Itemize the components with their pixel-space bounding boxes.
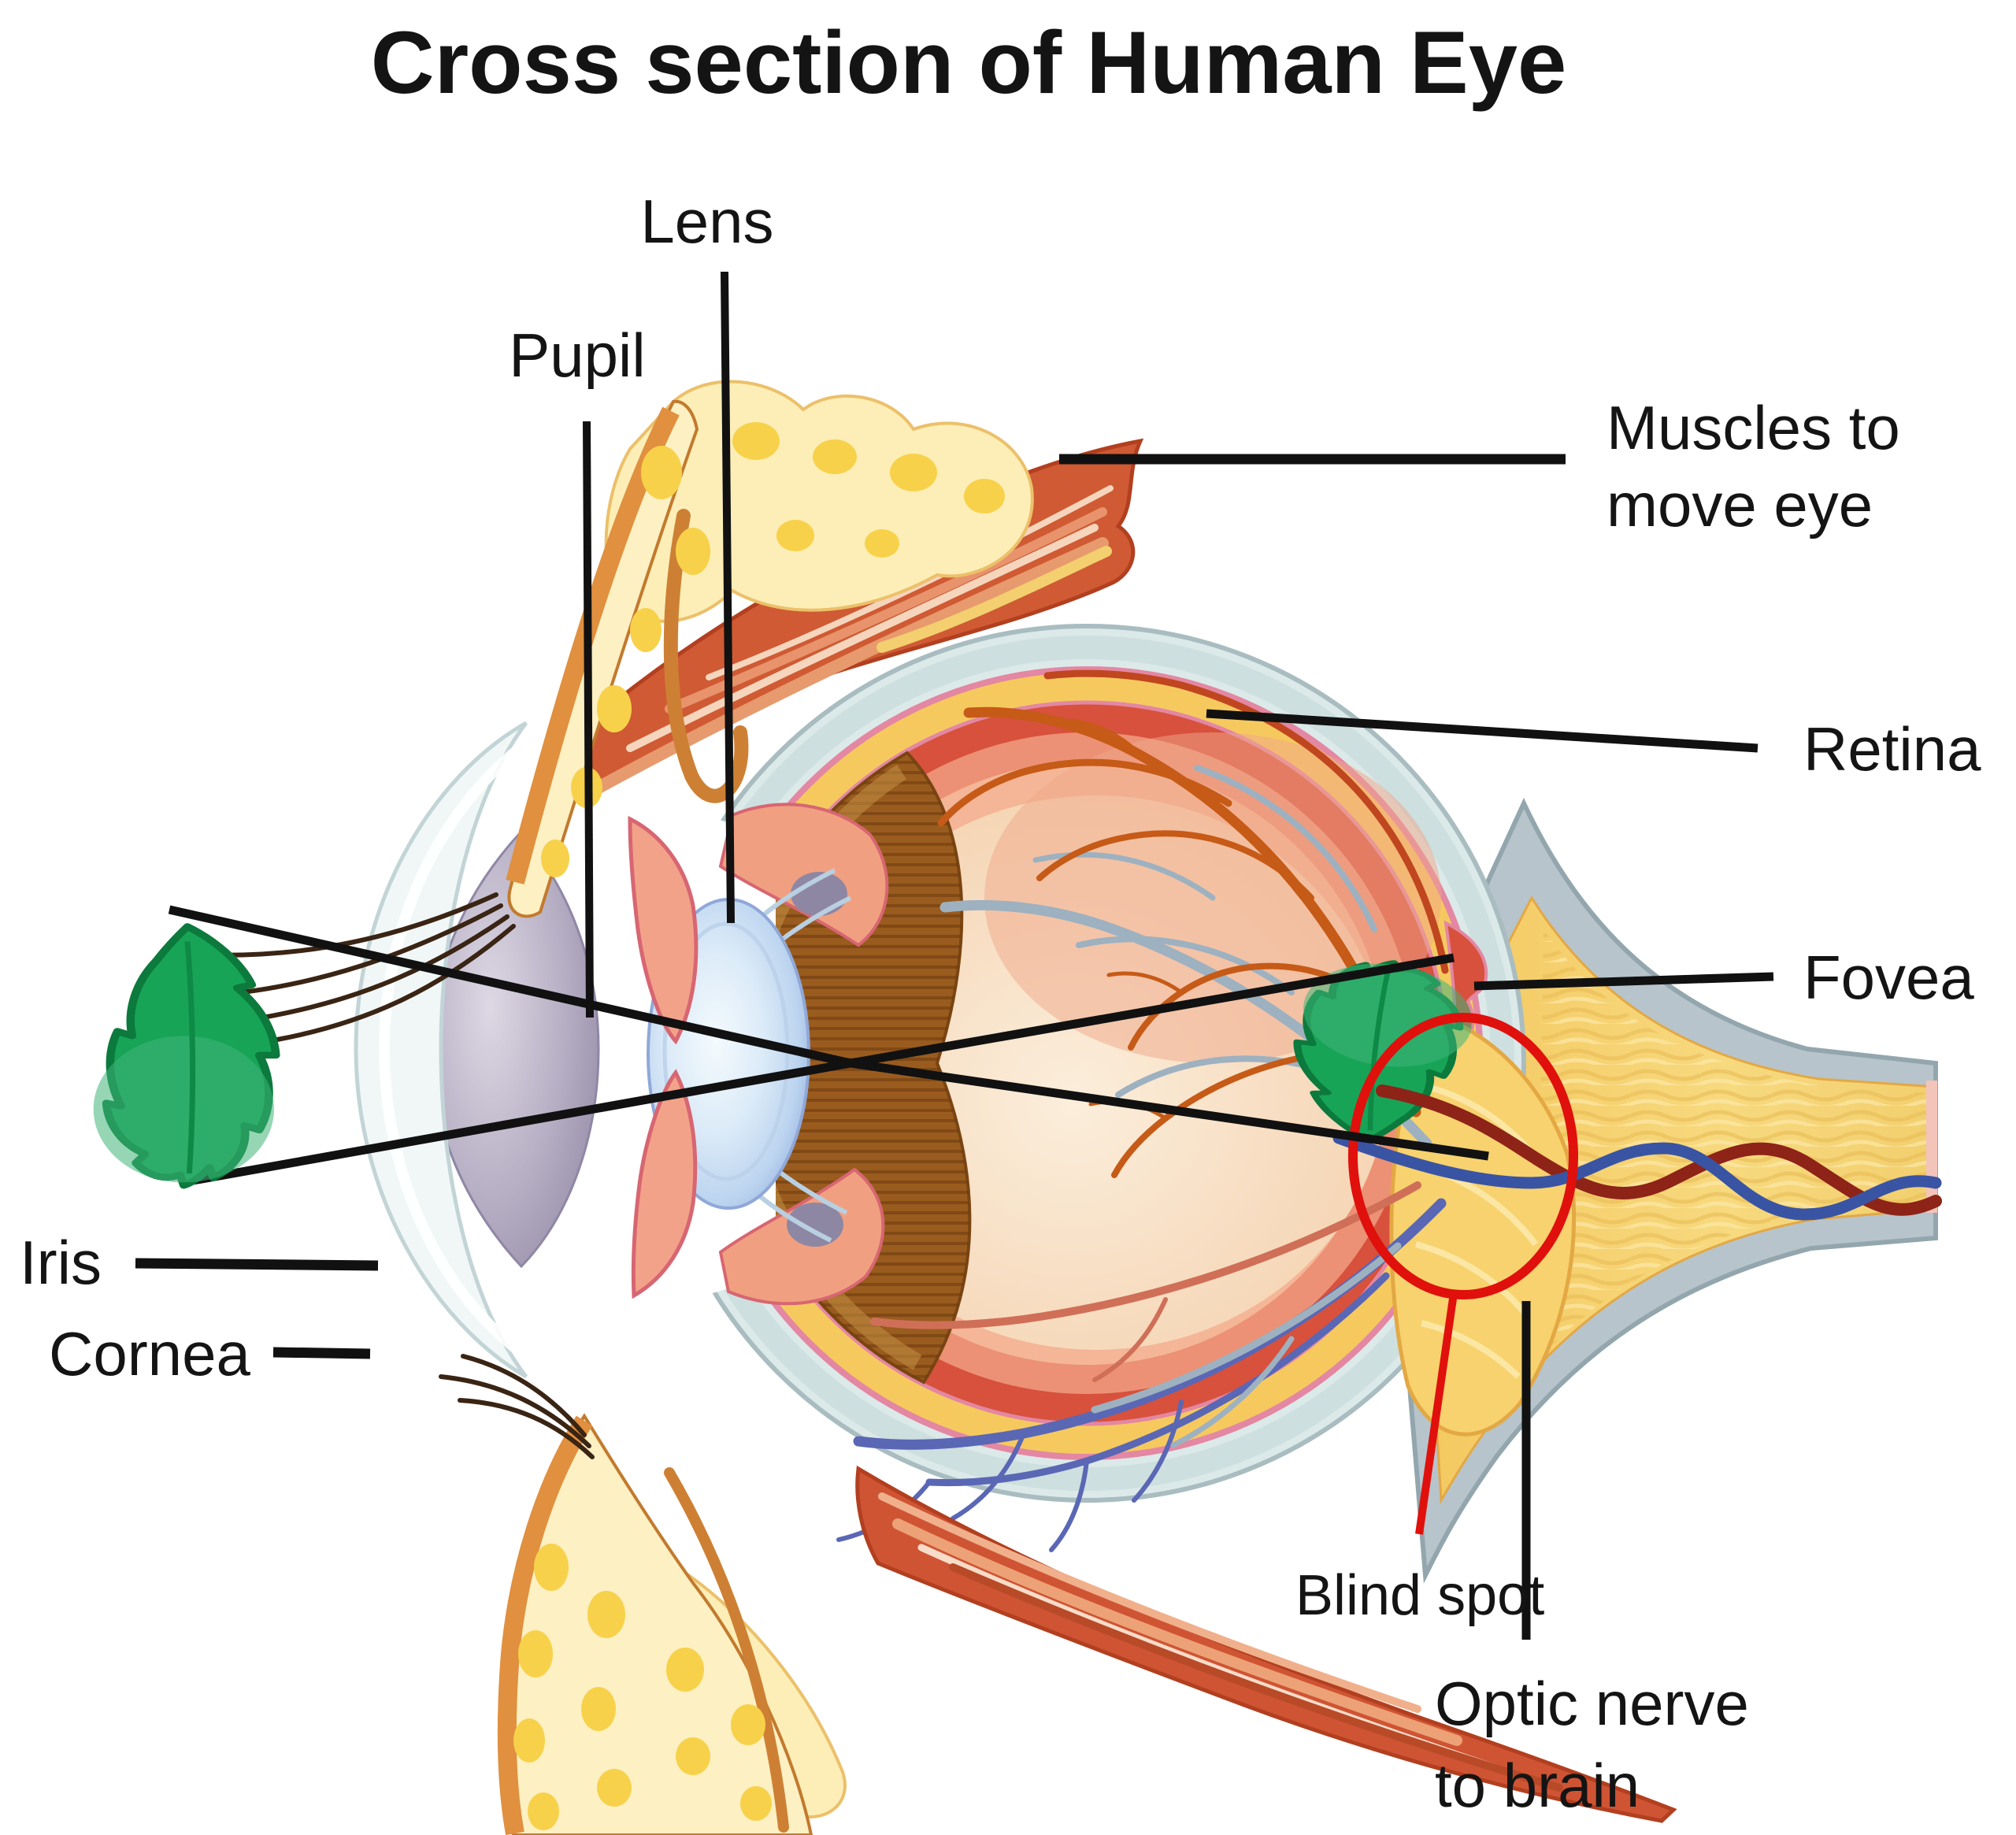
- deep-vein-branch: [925, 1272, 1390, 1487]
- posterior-chamber-shadow-lower: [787, 1203, 843, 1247]
- lower-muscle-streaks: [892, 1518, 1462, 1746]
- artery-branch: [1128, 962, 1351, 1051]
- lens-pointer-line: [721, 271, 735, 924]
- iris-lower: [631, 1069, 698, 1299]
- grey-vein-lower: [1091, 1242, 1402, 1414]
- label-cornea: Cornea: [49, 1319, 250, 1388]
- pink-artery-twig: [1092, 1297, 1168, 1382]
- central-vein: [1332, 1132, 1942, 1221]
- pointer-lines: [135, 271, 1774, 1640]
- lower-muscle-streaks: [949, 1563, 1563, 1792]
- vein-branch: [1194, 765, 1377, 932]
- pupil-pointer-line: [583, 421, 594, 1018]
- label-lens: Lens: [640, 187, 773, 256]
- iris-pointer-line: [135, 1258, 379, 1271]
- lower-eyelid-border: [497, 1415, 593, 1835]
- lower-eyelashes: [439, 1354, 595, 1459]
- light-rays: [168, 905, 1489, 1188]
- retinal-vessels-lower: [836, 1181, 1447, 1552]
- label-fovea: Fovea: [1803, 943, 1974, 1012]
- label-optic-nerve-line1: Optic nerve: [1435, 1669, 1749, 1738]
- optic-nerve-cut-end: [1926, 1081, 1937, 1213]
- upper-muscle-tendon: [876, 546, 1112, 653]
- artery-retinal-arc: [1043, 669, 1449, 974]
- upper-eyelid: [193, 380, 1034, 1042]
- lower-eye-muscle: [855, 1465, 1677, 1823]
- upper-muscle-streaks: [592, 537, 1109, 794]
- label-optic-nerve-line2: to brain: [1435, 1751, 1640, 1820]
- diagram-title: Cross section of Human Eye: [371, 13, 1567, 112]
- deep-vein-twig: [836, 1399, 1184, 1552]
- optic-disc-striations: [1414, 1084, 1545, 1379]
- lower-eyelid-fat-spots: [513, 1544, 772, 1830]
- label-muscles-line2: move eye: [1606, 470, 1873, 539]
- artery-branch: [1036, 830, 1314, 901]
- central-artery: [1376, 1084, 1942, 1216]
- pink-artery-lower: [870, 1181, 1421, 1329]
- grey-vein-twig: [1170, 1336, 1295, 1448]
- label-muscles-line1: Muscles to: [1606, 393, 1900, 462]
- lower-eyelid-fold: [664, 1467, 789, 1833]
- upper-muscle-streaks: [665, 507, 1107, 714]
- retinal-vessels-upper: [937, 669, 1449, 1178]
- lower-muscle-streaks: [878, 1492, 1421, 1713]
- object-leaf: [94, 927, 276, 1186]
- fovea-pointer-line: [1473, 972, 1774, 991]
- label-pupil: Pupil: [509, 321, 645, 390]
- upper-eyelid-fat-spots: [541, 422, 1005, 877]
- label-iris: Iris: [20, 1228, 102, 1297]
- iris-upper: [628, 815, 699, 1045]
- label-blind-spot: Blind spot: [1295, 1564, 1544, 1627]
- lower-eyelid: [439, 1354, 847, 1835]
- vein-branch: [1032, 851, 1216, 901]
- blind-spot-pointer-line: [1415, 1292, 1458, 1535]
- cornea-pointer-line: [272, 1347, 371, 1359]
- upper-muscle-streaks: [626, 524, 1099, 752]
- optic-nerve-fibers: [1536, 929, 1929, 1362]
- artery-branch: [937, 758, 1232, 827]
- cornea-highlight: [378, 743, 524, 1356]
- upper-eyelid-fold: [663, 509, 749, 803]
- ciliary-body-upper: [718, 803, 889, 947]
- upper-eyelashes: [193, 892, 516, 1042]
- retina-pointer-line: [1206, 709, 1758, 753]
- vein-branch: [1076, 936, 1295, 995]
- label-retina: Retina: [1803, 714, 1981, 784]
- blind-spot-circle: [1348, 1013, 1578, 1299]
- central-vessels: [1332, 1084, 1942, 1221]
- light-ray-bottom: [179, 953, 1455, 1188]
